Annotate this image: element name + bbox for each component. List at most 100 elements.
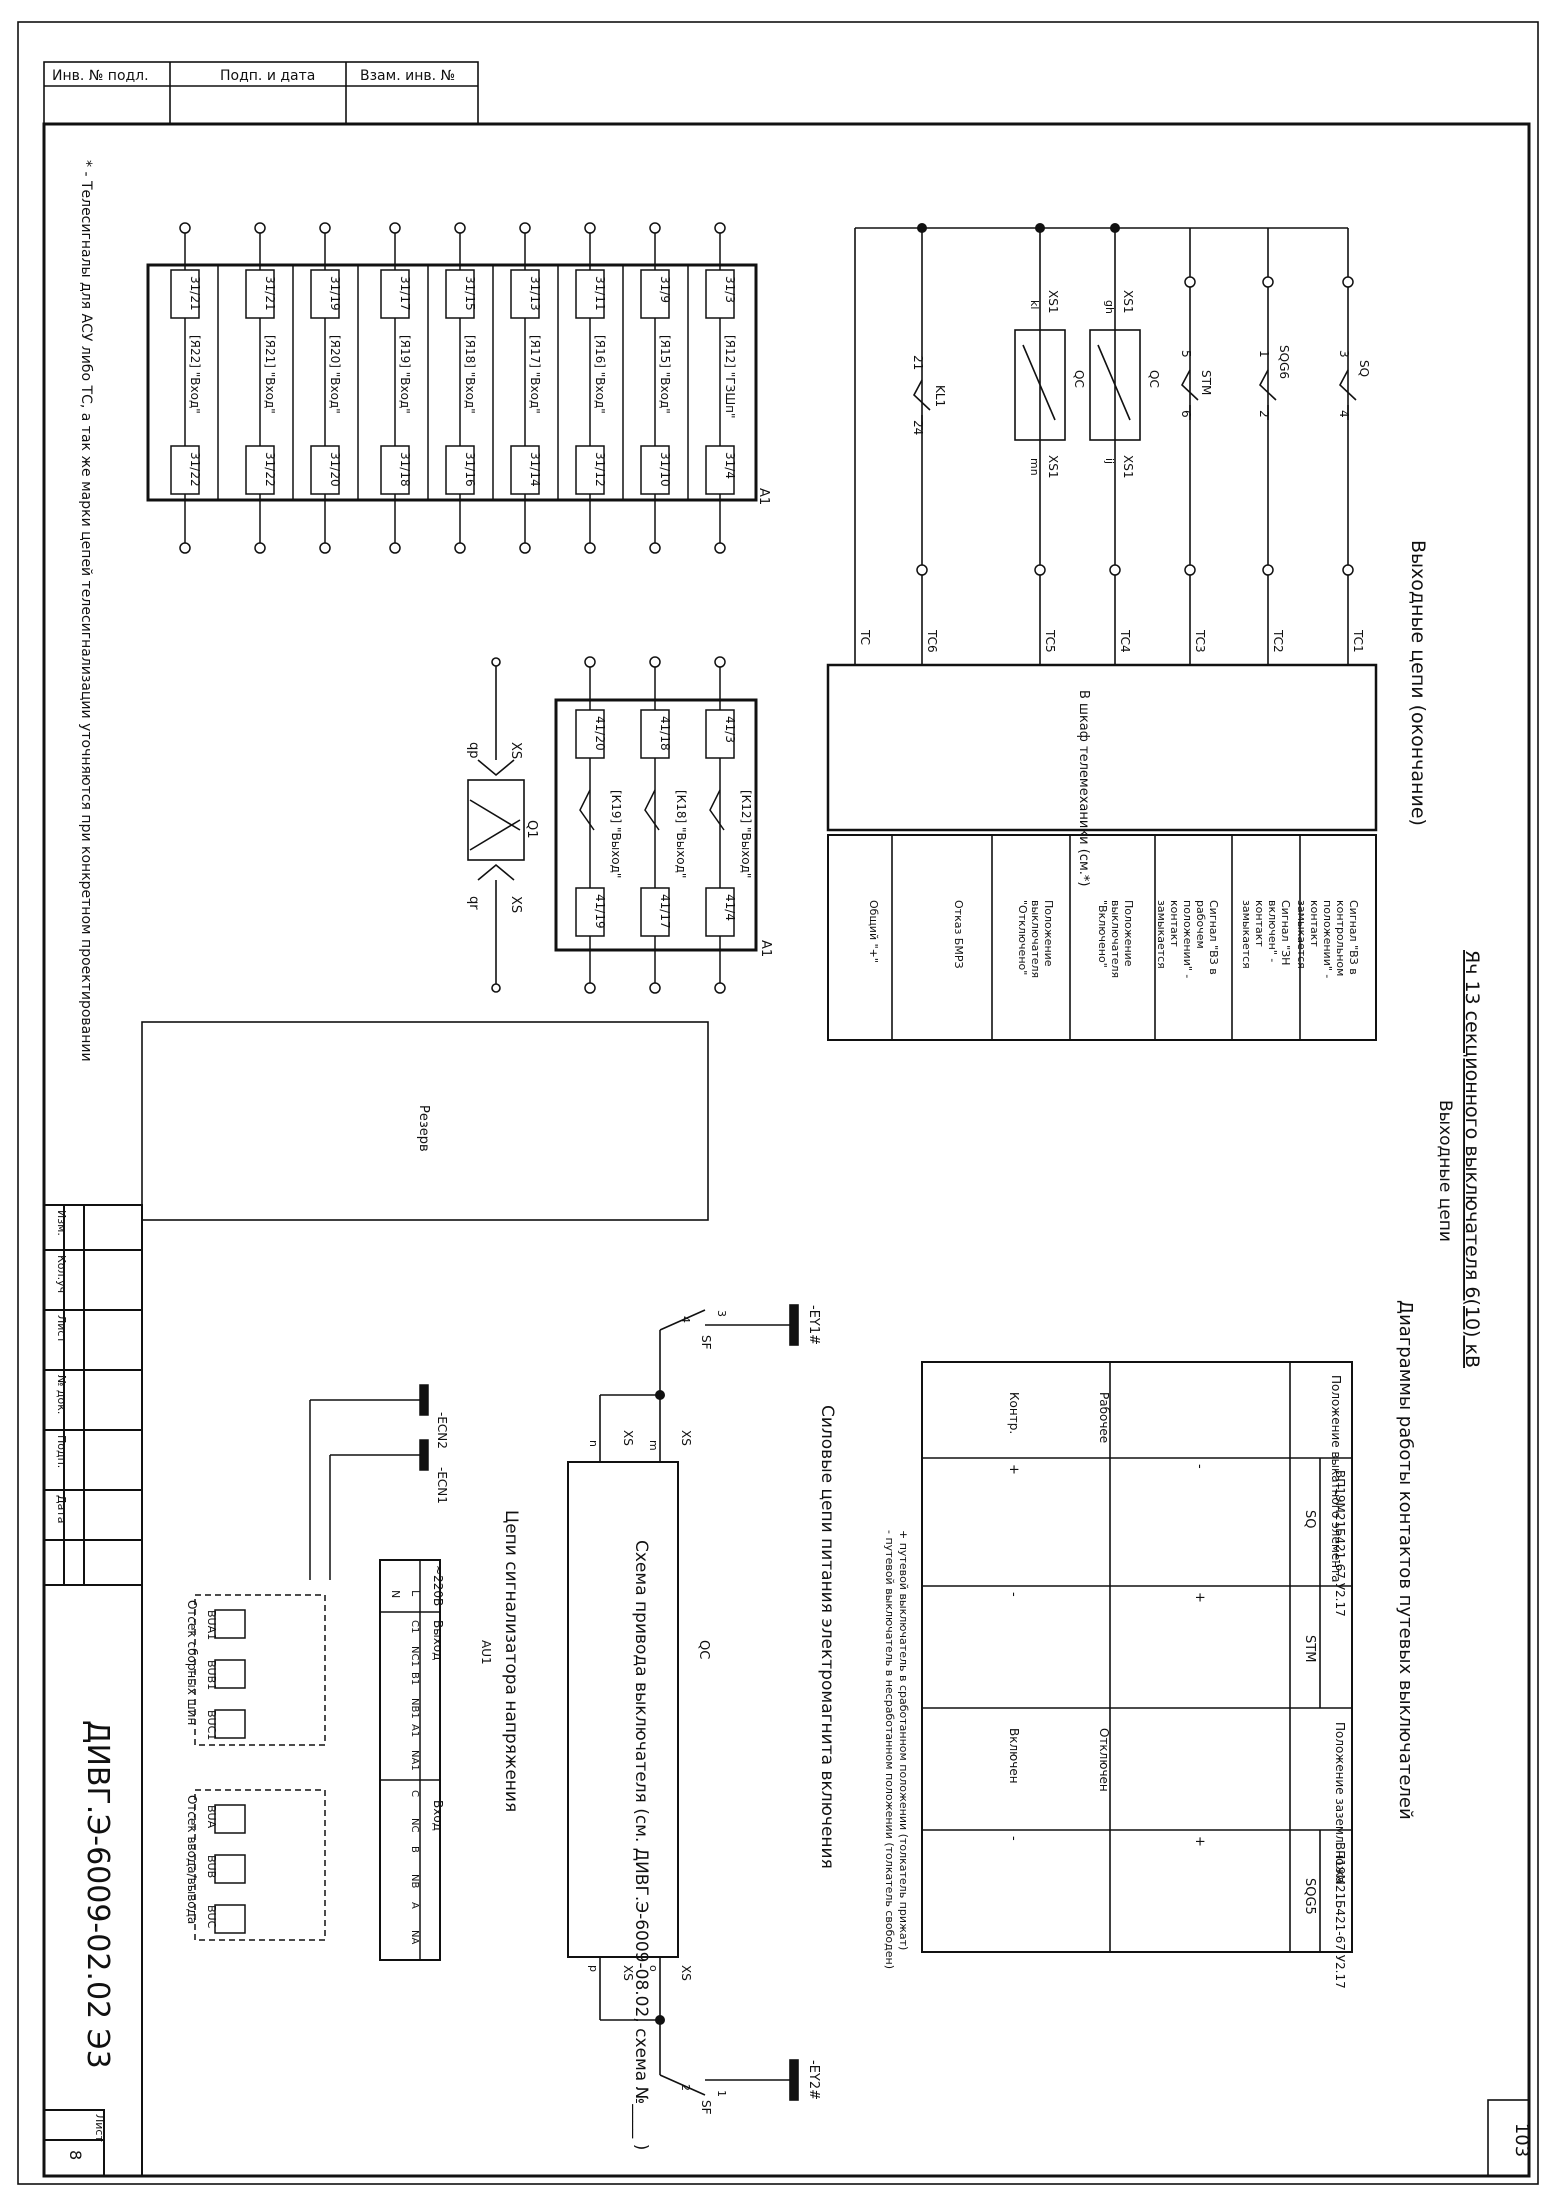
a1-pin-box — [310, 269, 340, 319]
group1-sensor: BUA1 — [205, 1610, 218, 1640]
group2-header: Вход — [431, 1800, 445, 1831]
a1-pin-right: 31/12 — [593, 452, 607, 487]
a1-pin-box — [705, 445, 735, 495]
a1-pin-box — [640, 445, 670, 495]
signal-table-cell: "Отключено" — [1016, 900, 1029, 975]
a1out-pin-box — [575, 709, 605, 759]
title-block-col: № док. — [55, 1375, 68, 1414]
signal-table-cell: "Включено" — [1096, 900, 1109, 968]
sf2-label: SF — [699, 2100, 713, 2115]
title-block — [43, 1204, 143, 2177]
qc2-label: QC — [1072, 370, 1086, 388]
tc-channel-label: TC3 — [1193, 629, 1207, 653]
cd-knife: Включен — [1007, 1728, 1021, 1784]
a1-terminal-top — [649, 222, 661, 234]
stamp-replace: Взам. инв. № — [360, 68, 455, 84]
signal-table-cell: положении" - — [1321, 900, 1334, 978]
contact-diagram-rows: Рабочее-+Отключен+Контр.+-Включен- — [1006, 1392, 1207, 1847]
signal-table-cell: выключателя — [1029, 900, 1042, 978]
signal-table-cell: Положение — [1122, 900, 1135, 967]
sheet-number: 103 — [1511, 2123, 1532, 2157]
a1-terminal-bottom — [179, 542, 191, 554]
a1-terminal-top — [319, 222, 331, 234]
signal-table-cell: контакт — [1308, 900, 1321, 947]
a1out-pin-box — [640, 709, 670, 759]
legend-minus: - путевой выключатель в несработанном по… — [883, 1530, 896, 1969]
qc1-xs-b: XS1 — [1121, 455, 1135, 478]
voltage-alarm-title: Цепи сигнализатора напряжения — [501, 1510, 521, 1812]
a1-terminal-bottom — [584, 542, 596, 554]
a1-row-name: [Я19] "Вход" — [398, 335, 412, 414]
cd-sqg5-state: - — [1006, 1836, 1021, 1841]
a1out-row-name: [К18] "Выход" — [674, 790, 688, 878]
a1-terminal-top — [254, 222, 266, 234]
a1-pin-left: 31/15 — [463, 276, 477, 311]
a1-pin-left: 31/19 — [328, 276, 342, 311]
tc-channel-label: TC5 — [1043, 629, 1057, 653]
a1-pin-box — [575, 269, 605, 319]
stm-pin-b: 6 — [1179, 410, 1193, 418]
cd-sq-state: + — [1006, 1464, 1021, 1475]
a1-pin-left: 31/11 — [593, 276, 607, 311]
sf2-pin-b: 2 — [679, 2084, 692, 2091]
tc-channel-label: TC4 — [1118, 629, 1132, 653]
drawing-frame — [42, 122, 1531, 2178]
signal-table-cell: замыкается — [1155, 900, 1168, 969]
xs-label-1: XS — [679, 1430, 693, 1446]
cd-position: Рабочее — [1097, 1392, 1111, 1443]
cd-position: Контр. — [1007, 1392, 1021, 1434]
signal-table-cell: Сигнал "ЗН — [1279, 900, 1292, 965]
a1-pin-box — [510, 445, 540, 495]
sqg6-pin-b: 2 — [1257, 410, 1271, 418]
kl1-pin-a: 21 — [911, 355, 925, 370]
kl1-pin-b: 24 — [911, 420, 925, 435]
group1-header: Выход — [431, 1620, 445, 1660]
a1-terminal-bottom — [389, 542, 401, 554]
telemechanics-box — [826, 663, 1378, 832]
a1-pin-left: 31/13 — [528, 276, 542, 311]
signal-table-cell: Общий "+" — [867, 900, 880, 963]
pin-n: n — [587, 1440, 600, 1447]
top-stamp — [43, 61, 479, 125]
legend-plus: + путевой выключатель в сработанном поло… — [897, 1530, 910, 1950]
col-sqg5-name: SQG5 — [1302, 1878, 1317, 1915]
col-knife: Положение заземл. ножа — [1333, 1722, 1347, 1884]
a1-pin-right: 31/10 — [658, 452, 672, 487]
a1-pin-left: 31/3 — [723, 276, 737, 303]
ey1-label: -EY1# — [806, 1305, 821, 1345]
a1-row-name: [Я17] "Вход" — [528, 335, 542, 414]
signal-table-cell: положении" - — [1181, 900, 1194, 978]
a1-terminal-bottom — [254, 542, 266, 554]
a1-pin-box — [245, 445, 275, 495]
ecn1-label: -ECN1 — [435, 1467, 449, 1504]
stamp-sign: Подп. и дата — [220, 68, 315, 84]
qc2-pin-b: mn — [1028, 458, 1041, 476]
a1-row-name: [Я16] "Вход" — [593, 335, 607, 414]
sheet-label: Лист — [93, 2114, 106, 2142]
signal-table-cell: Отказ БМРЗ — [952, 900, 965, 969]
col-sq-name: SQ — [1302, 1510, 1317, 1528]
reserve-block — [141, 1021, 709, 1221]
group2-pin: B — [409, 1846, 420, 1853]
pin-o: o — [647, 1965, 660, 1972]
a1-pin-box — [380, 445, 410, 495]
drive-label: Схема привода выключателя (см. ДИВГ.Э-60… — [631, 1540, 651, 2150]
title-block-col: Подп. — [55, 1435, 68, 1468]
a1-terminal-top — [519, 222, 531, 234]
a1-terminal-bottom — [519, 542, 531, 554]
col-stm-name: STM — [1302, 1635, 1317, 1662]
group1-compartment: Отсек сборных шин — [185, 1600, 199, 1725]
title-block-col: Лист — [55, 1315, 68, 1343]
terminal-block-a1-out — [554, 698, 758, 952]
sq-pin-a: 3 — [1337, 350, 1351, 358]
sqg6-label: SQG6 — [1277, 345, 1291, 379]
a1-pin-right: 31/20 — [328, 452, 342, 487]
a1out-pin-right: 41/17 — [658, 894, 672, 929]
group2-pin: NA — [409, 1930, 420, 1944]
a1out-terminal-top — [649, 656, 661, 668]
section-title: Выходные цепи (окончание) — [1407, 540, 1429, 826]
a1-rows: 31/3[Я12] "ГЗШп"31/431/9[Я15] "Вход"31/1… — [170, 222, 737, 554]
cd-sqg5-state: + — [1192, 1836, 1207, 1847]
a1-pin-box — [170, 445, 200, 495]
qc1-pin-a: gh — [1103, 300, 1116, 314]
